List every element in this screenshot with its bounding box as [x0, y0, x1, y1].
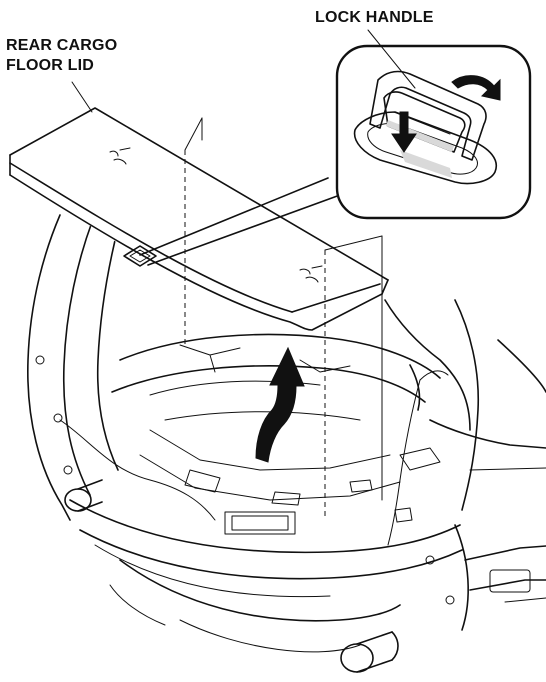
lid-label-line-1: REAR CARGO	[6, 37, 118, 54]
right-tow-hook	[340, 631, 399, 673]
rear-cargo-floor-lid-label: REAR CARGO FLOOR LID	[6, 36, 117, 76]
lid-label-leader	[71, 81, 93, 113]
rotate-arrow-icon	[451, 75, 501, 101]
down-arrow-icon	[391, 111, 417, 153]
rear-cargo-floor-lid	[9, 107, 389, 520]
leader-line	[139, 177, 329, 256]
lock-handle-on-lid	[123, 245, 157, 267]
up-arrow-icon	[255, 346, 305, 463]
lid-label-line-2: FLOOR LID	[6, 57, 95, 74]
lock-handle-detail	[335, 44, 532, 220]
lock-handle-label: LOCK HANDLE	[315, 9, 434, 26]
left-tow-hook	[64, 479, 103, 512]
vehicle-body	[27, 214, 546, 673]
lock-handle-label-leader	[367, 29, 416, 89]
